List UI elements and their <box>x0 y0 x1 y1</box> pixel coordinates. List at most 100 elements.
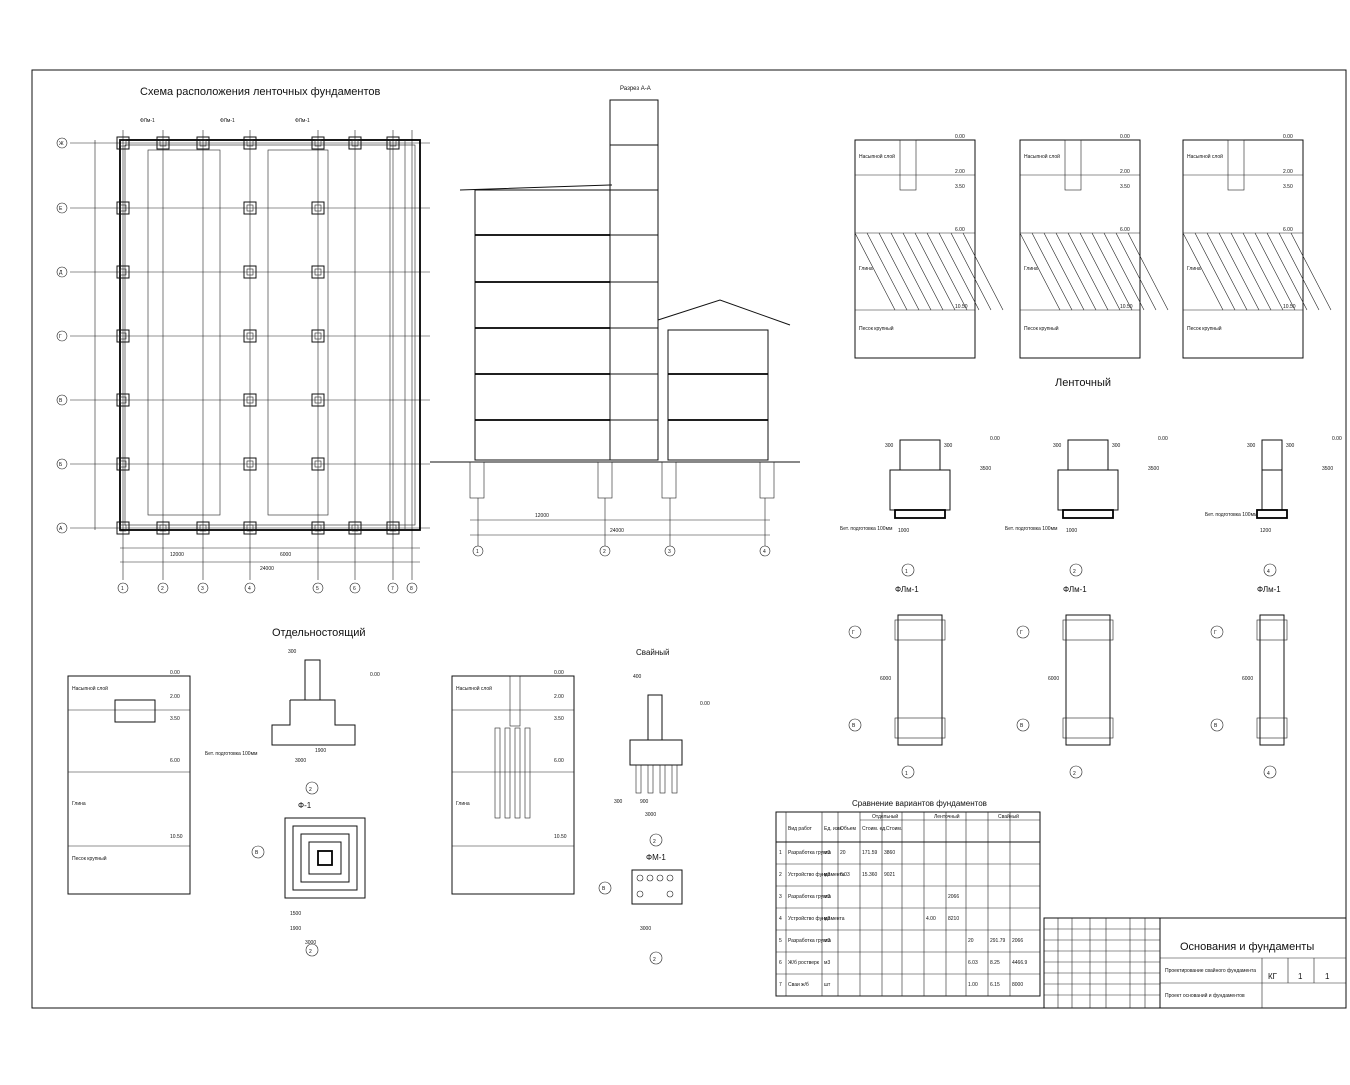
strip-plan-dim-6000: 6000 <box>880 676 891 682</box>
pile-dim-300: 300 <box>614 799 623 805</box>
pile-shaft <box>524 727 531 819</box>
axis-bubble <box>56 137 68 149</box>
axis-bubble <box>56 394 68 406</box>
section-footing-1 <box>469 461 485 499</box>
isolated-plan-axis-v <box>251 845 265 859</box>
strip-dim-300: 300 <box>1247 443 1256 449</box>
soil-foundation <box>899 139 917 191</box>
table-cell-work: Устройство фундамента <box>788 871 845 878</box>
stamp-line2: Проект оснований и фундаментов <box>1165 992 1245 999</box>
strip-plan-axis-letter: В <box>1214 723 1218 729</box>
pile-shaft <box>494 727 501 819</box>
strip-plan-axis-v <box>1210 718 1224 732</box>
plan-pad-column <box>246 204 254 212</box>
main-block <box>474 189 611 461</box>
table-cell-unit: м3 <box>824 916 830 922</box>
axis-bubble <box>349 582 361 594</box>
pile-plan-axis-bubble <box>649 951 663 965</box>
soil-depth: 0.00 <box>1120 134 1130 140</box>
pile-soil-label: Глина <box>456 801 470 807</box>
isolated-axis-number: 2 <box>309 787 312 793</box>
table-header-cost: Стоим. <box>886 826 902 832</box>
soil-label-fill: Насыпной слой <box>1024 153 1060 160</box>
table-row-num: 4 <box>779 916 782 922</box>
strip-gravel-note: Бет. подготовка 100мм <box>1005 526 1058 532</box>
axis-number: 1 <box>121 586 124 592</box>
soil-label-clay: Глина <box>1187 266 1201 272</box>
section-title: Разрез А-А <box>620 86 651 92</box>
plan-bay-1 <box>147 149 221 516</box>
pile-soil-label: Насыпной слой <box>456 685 492 692</box>
strip-plan-axis-letter: Г <box>852 630 855 636</box>
plan-pad <box>116 393 130 407</box>
plan-pad-column <box>159 524 167 532</box>
pile-plan-pile <box>646 874 654 882</box>
strip-plan-dim-6000: 6000 <box>1048 676 1059 682</box>
stair-tower <box>609 99 659 461</box>
plan-pad <box>311 329 325 343</box>
isolated-depth: 10.50 <box>170 834 183 840</box>
soil-label-clay: Глина <box>1024 266 1038 272</box>
plan-title: Схема расположения ленточных фундаментов <box>140 86 380 98</box>
section-axis-bubble <box>759 545 771 557</box>
soil-hatch <box>890 232 932 311</box>
soil-hatch <box>1194 232 1236 311</box>
plan-pad <box>311 457 325 471</box>
axis-bubble <box>56 202 68 214</box>
axis-bubble <box>387 582 399 594</box>
stamp-frame <box>1043 917 1347 1009</box>
soil-hatch <box>962 232 1004 311</box>
strip-dim-3500: 3500 <box>1148 466 1159 472</box>
strip-footing <box>1057 469 1119 511</box>
soil-hatch <box>1218 232 1260 311</box>
strip-plan-axis-number: 2 <box>1073 771 1076 777</box>
pile-detail-shaft <box>671 764 678 794</box>
axis-number: 6 <box>353 586 356 592</box>
plan-pad-column <box>246 268 254 276</box>
plan-grid <box>70 130 430 580</box>
soil-hatch <box>950 232 992 311</box>
pile-plan-pile <box>636 890 644 898</box>
table-row-num: 5 <box>779 938 782 944</box>
section-axis-bubble <box>599 545 611 557</box>
plan-outline <box>119 139 421 531</box>
plan-pad <box>243 457 257 471</box>
pile-plan-axis-v <box>598 881 612 895</box>
table-cell-unitcost: 291.79 <box>990 938 1006 944</box>
strip-plan-axis-letter: В <box>852 723 856 729</box>
axis-bubble <box>117 582 129 594</box>
strip-plan-axis-v <box>1016 718 1030 732</box>
plan-pad-column <box>314 268 322 276</box>
table-cell-work: Разработка грунта <box>788 938 831 944</box>
plan-pad-column <box>199 139 207 147</box>
pile-cap <box>629 739 683 766</box>
pile-plan-pile <box>666 874 674 882</box>
pile-soil-column <box>451 675 575 895</box>
soil-hatch <box>1091 232 1133 311</box>
soil-hatch <box>902 232 944 311</box>
strip-plan-pad-bottom <box>1062 717 1114 739</box>
strip-dim-base: 1200 <box>1260 528 1271 534</box>
strip-axis-number: 2 <box>1073 569 1076 575</box>
section-footing-3 <box>661 461 677 499</box>
strip-title: Ленточный <box>1055 377 1111 389</box>
isolated-plan-step <box>300 833 350 883</box>
pile-plan-pile <box>636 874 644 882</box>
strip-plan-pad-top <box>894 619 946 641</box>
table-cell-work: Ж/б ростверк <box>788 960 820 966</box>
strip-plan-axis-letter: Г <box>1020 630 1023 636</box>
pile-column <box>509 675 521 727</box>
table-cell-unit: м3 <box>824 938 830 944</box>
strip-plan-axis-g <box>1210 625 1224 639</box>
strip-wall <box>1261 439 1283 471</box>
axis-letter: В <box>59 398 63 404</box>
axis-bubble <box>406 582 418 594</box>
table-cell-unitcost: 171.59 <box>862 850 878 856</box>
isolated-plan-step <box>292 825 358 891</box>
plan-pad-column <box>314 204 322 212</box>
strip-plan-axis-bubble <box>901 765 915 779</box>
axis-bubble <box>56 266 68 278</box>
isolated-depth: 6.00 <box>170 758 180 764</box>
